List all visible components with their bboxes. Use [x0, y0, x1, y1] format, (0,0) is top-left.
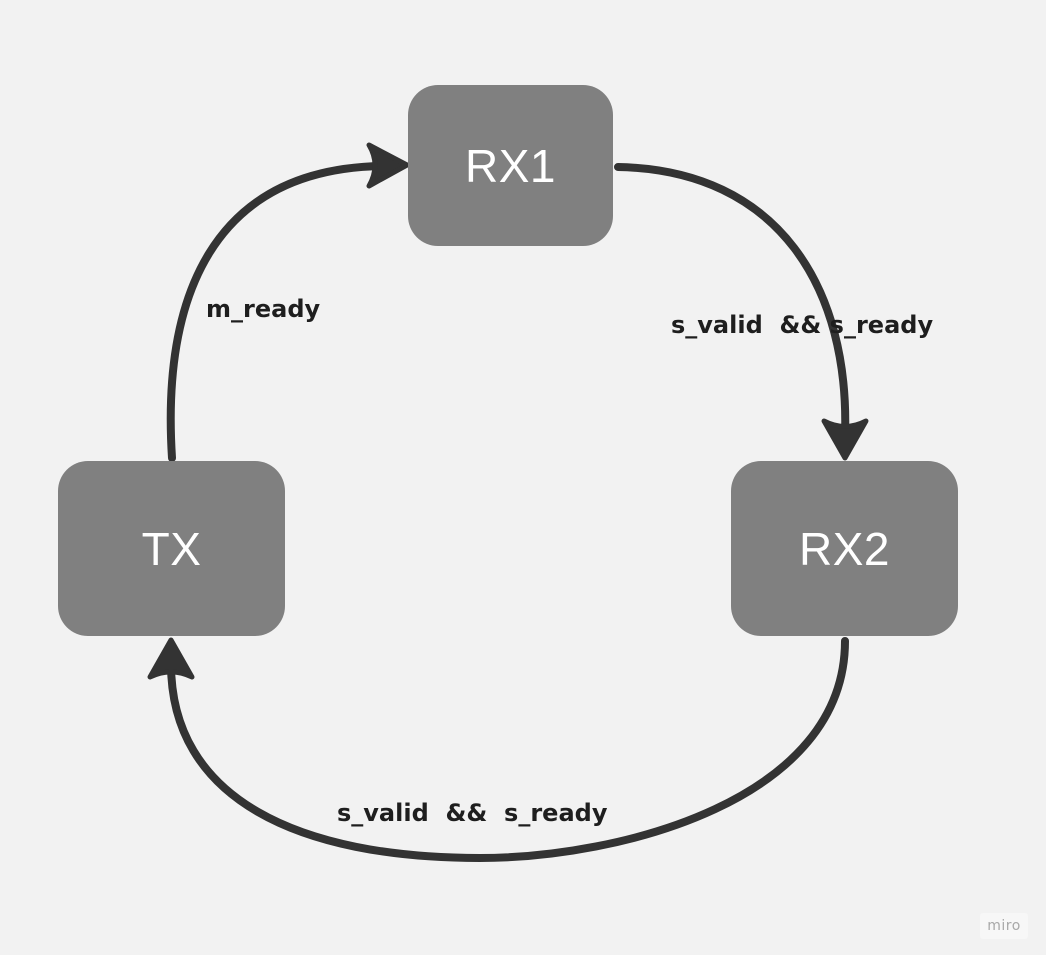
edge-label-rx1-to-rx2: s_valid && s_ready — [671, 311, 934, 339]
edge-label-rx2-to-tx: s_valid && s_ready — [337, 799, 608, 827]
state-node-rx2: RX2 — [731, 461, 958, 636]
miro-watermark[interactable]: miro — [980, 913, 1028, 939]
edge-rx1-to-rx2 — [614, 163, 869, 461]
edge-rx2-to-tx-line — [166, 637, 849, 863]
state-node-rx1-label: RX1 — [465, 139, 556, 192]
edge-rx1-to-rx2-arrowhead — [821, 418, 869, 461]
state-node-tx: TX — [58, 461, 285, 636]
edge-label-tx-to-rx1: m_ready — [206, 295, 321, 323]
state-node-tx-label: TX — [141, 522, 202, 575]
edge-tx-to-rx1-line — [166, 162, 388, 462]
edge-tx-to-rx1 — [166, 142, 410, 462]
state-node-rx1: RX1 — [408, 85, 613, 246]
edge-rx1-to-rx2-line — [614, 163, 850, 440]
state-node-rx2-label: RX2 — [799, 522, 890, 575]
edge-tx-to-rx1-arrowhead — [366, 142, 410, 189]
edge-rx2-to-tx — [147, 637, 849, 863]
edge-rx2-to-tx-arrowhead — [147, 637, 195, 680]
